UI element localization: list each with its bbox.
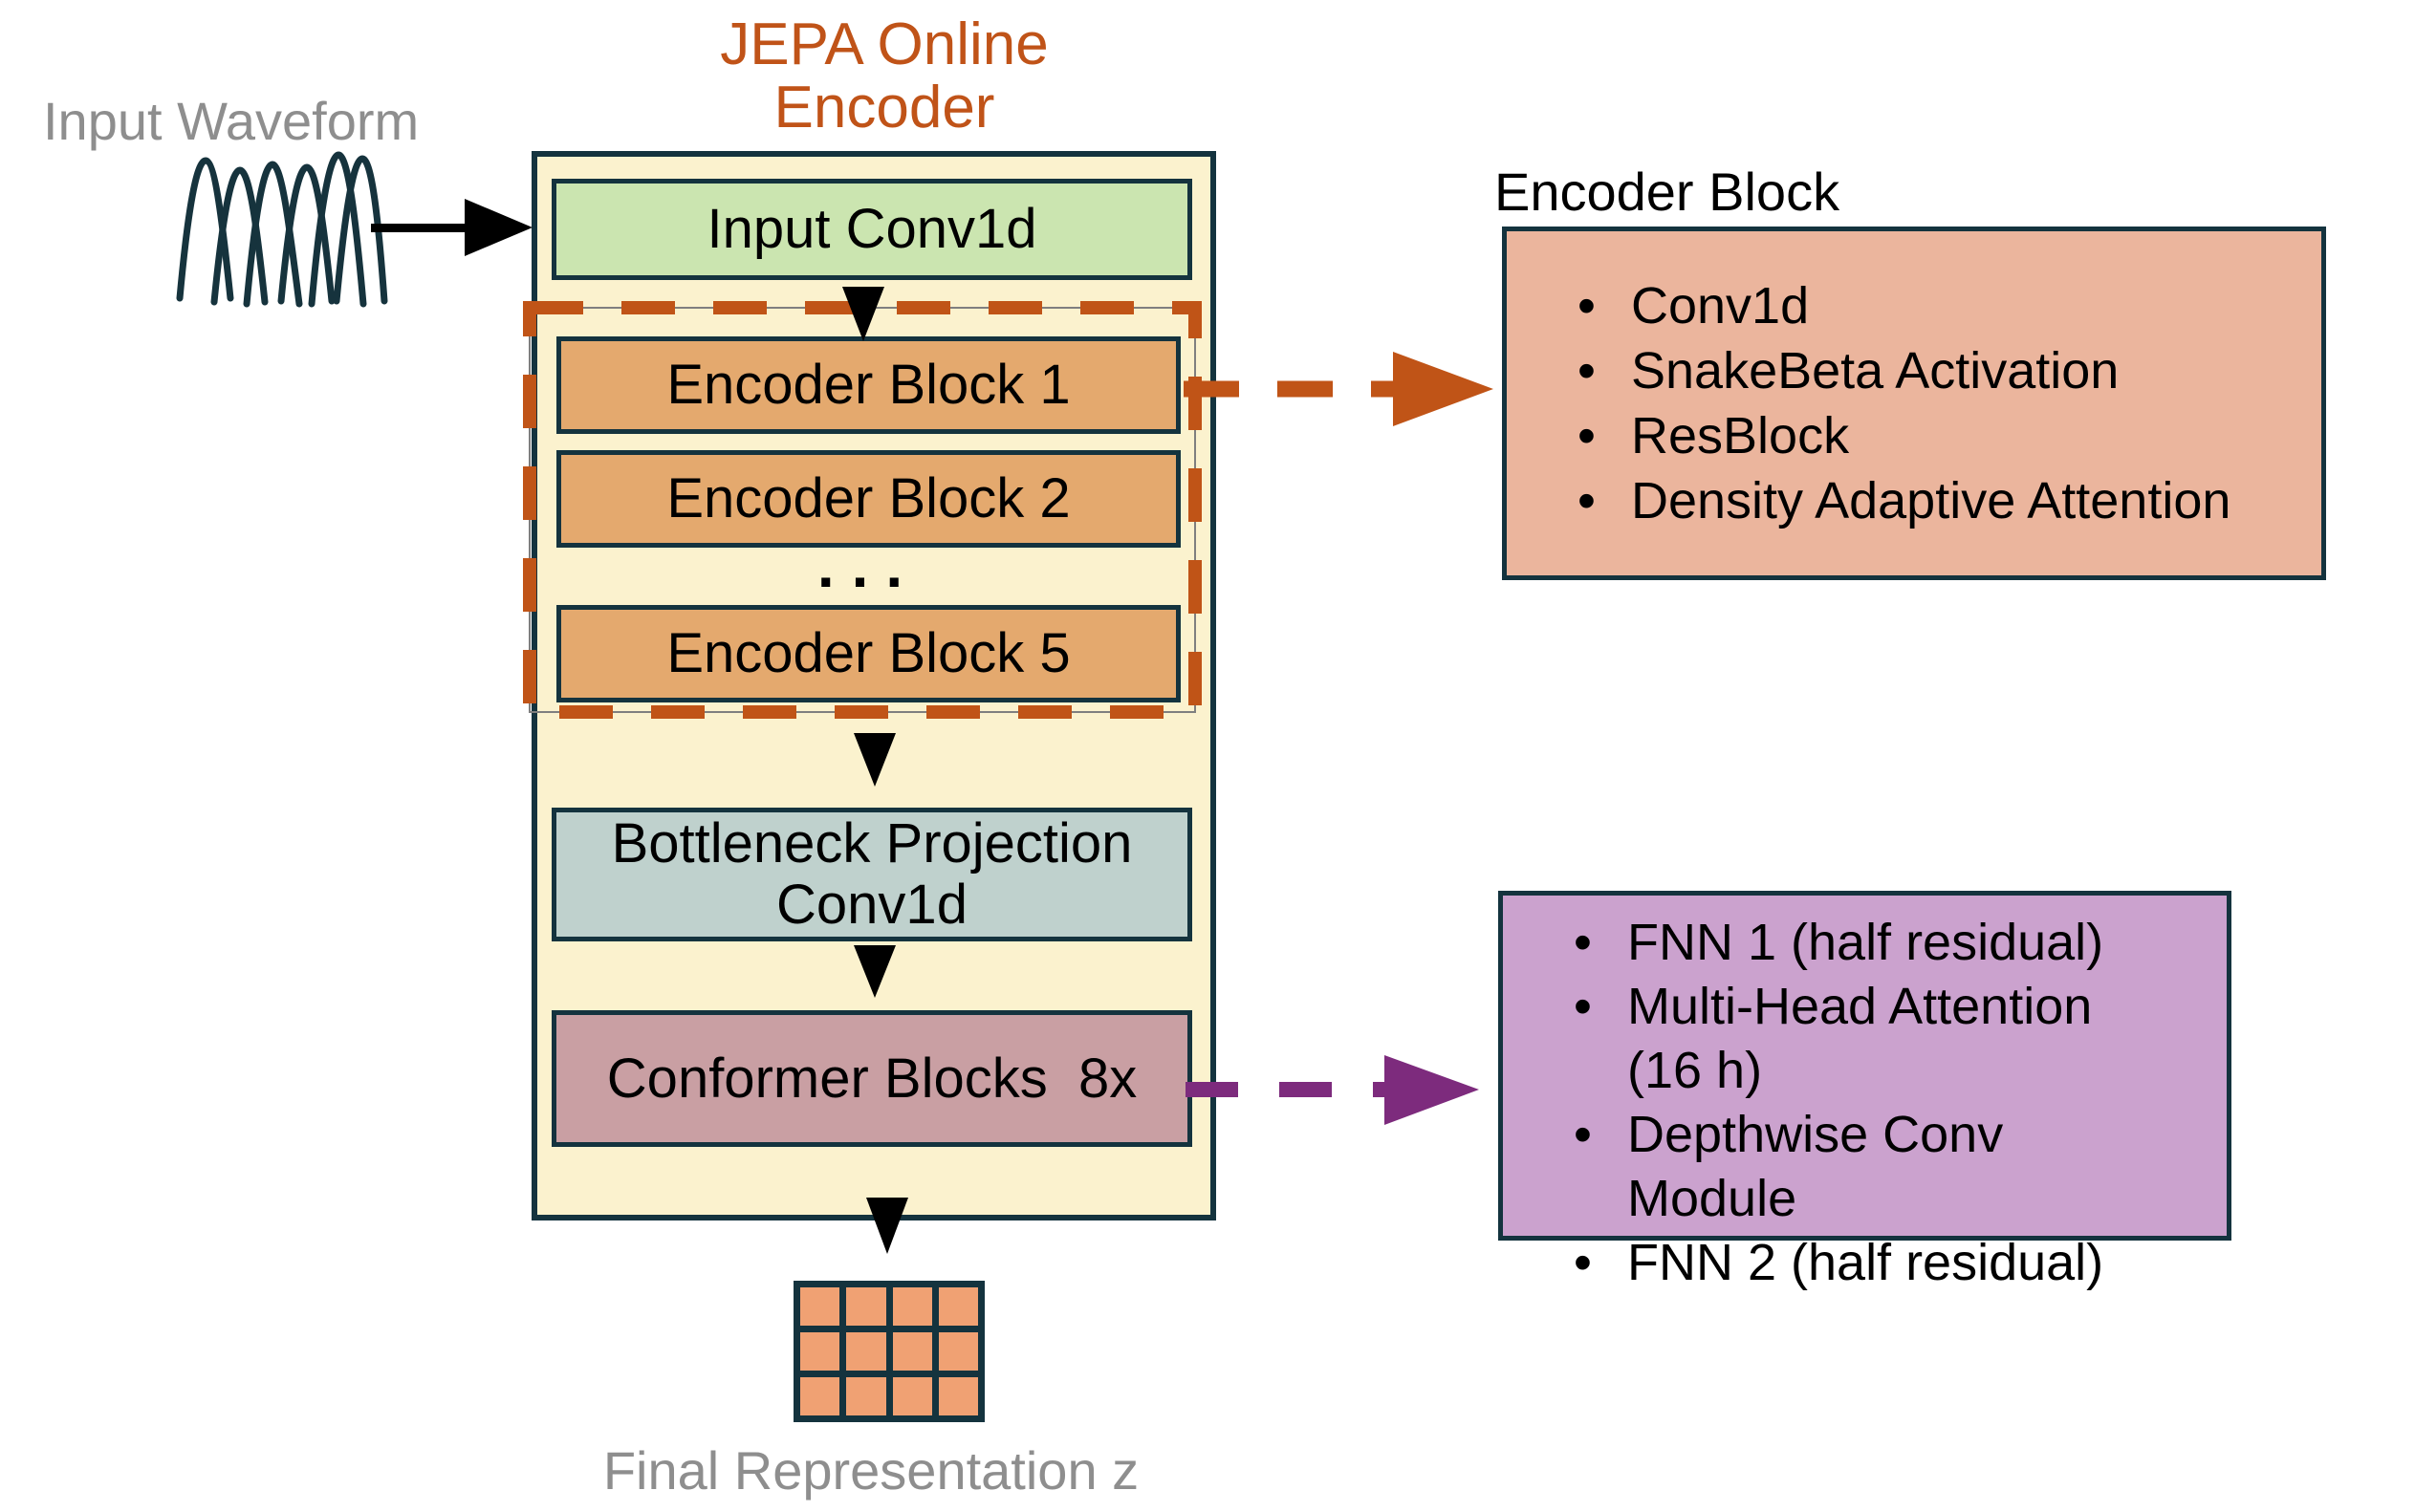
encoder-block-5-box: Encoder Block 5 [556,605,1181,702]
grid-cell [938,1377,978,1415]
encoder-blocks-ellipsis: ... [816,531,921,600]
list-item: Multi-Head Attention (16 h) [1574,975,2147,1103]
bottleneck-label-line1: Bottleneck Projection [611,812,1133,875]
bottleneck-label-line2: Conv1d [776,874,968,936]
conformer-detail-list: FNN 1 (half residual) Multi-Head Attenti… [1574,911,2147,1295]
encoder-block-1-box: Encoder Block 1 [556,336,1181,434]
list-item: FNN 1 (half residual) [1574,911,2147,975]
grid-cell [800,1332,840,1371]
encoder-block-detail-box: Conv1d SnakeBeta Activation ResBlock Den… [1502,227,2326,580]
list-item: Depthwise Conv Module [1574,1103,2147,1231]
conformer-detail-box: FNN 1 (half residual) Multi-Head Attenti… [1498,891,2231,1295]
encoder-block-detail-heading: Encoder Block [1494,162,1840,222]
encoder-block-1-label: Encoder Block 1 [666,354,1071,416]
conformer-blocks-box: Conformer Blocks 8x [552,1010,1192,1147]
list-item: FNN 2 (half residual) [1574,1231,2147,1295]
grid-cell [800,1287,840,1326]
grid-cell [800,1377,840,1415]
page-title-line1: JEPA Online [720,11,1049,77]
list-item: Density Adaptive Attention [1577,468,2266,533]
encoder-block-2-label: Encoder Block 2 [666,467,1071,529]
list-item: ResBlock [1577,403,2266,468]
bottleneck-projection-box: Bottleneck Projection Conv1d [552,808,1192,941]
grid-cell [846,1287,886,1326]
page-title-line2: Encoder [773,75,995,140]
grid-cell [846,1332,886,1371]
encoder-block-detail-list: Conv1d SnakeBeta Activation ResBlock Den… [1577,273,2266,533]
conformer-callout-arrow [1186,1055,1479,1125]
conformer-blocks-label: Conformer Blocks 8x [606,1047,1138,1110]
grid-cell [846,1377,886,1415]
grid-cell [892,1332,932,1371]
page-title: JEPA Online Encoder [598,13,1171,140]
waveform-icon [176,151,388,308]
grid-cell [892,1377,932,1415]
encoder-block-5-label: Encoder Block 5 [666,622,1071,684]
encoder-block-callout-arrow [1184,352,1493,426]
representation-grid [794,1281,985,1422]
final-representation-label: Final Representation z [602,1440,1140,1501]
list-item: SnakeBeta Activation [1577,338,2266,403]
input-conv1d-box: Input Conv1d [552,179,1192,280]
grid-cell [938,1287,978,1326]
list-item: Conv1d [1577,273,2266,338]
grid-cell [892,1287,932,1326]
grid-cell [938,1332,978,1371]
input-arrow [371,199,533,256]
input-conv1d-label: Input Conv1d [707,198,1037,260]
input-waveform-label: Input Waveform [43,91,420,151]
